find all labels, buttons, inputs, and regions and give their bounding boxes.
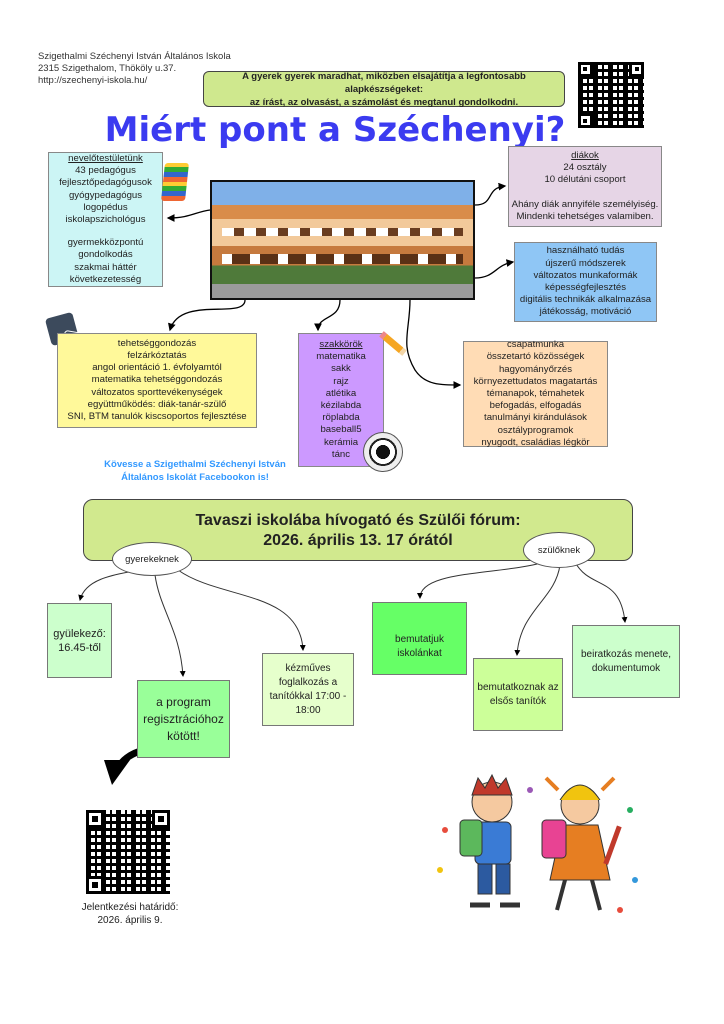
parents-item-enrollment: beiratkozás menete, dokumentumok — [572, 625, 680, 698]
deadline-label: Jelentkezési határidő: — [81, 902, 179, 913]
community-line: nyugodt, családias légkör — [481, 436, 590, 448]
facebook-link[interactable]: Kövesse a Szigethalmi Széchenyi István Á… — [80, 459, 310, 484]
teachers-line: gyógypedagógus — [68, 189, 143, 201]
facebook-line-1: Kövesse a Szigethalmi Széchenyi István — [104, 459, 286, 470]
school-header: Szigethalmi Széchenyi István Általános I… — [38, 51, 231, 87]
motto-line-2: az írást, az olvasást, a számolást és me… — [249, 96, 519, 108]
community-line: hagyományőrzés — [498, 363, 573, 375]
school-building-photo — [210, 180, 475, 300]
teachers-line: iskolapszichológus — [65, 214, 146, 226]
clubs-heading: szakkörök — [319, 338, 363, 350]
clubs-line: atlétika — [325, 387, 357, 399]
students-line: Ahány diák annyiféle személyiség. — [511, 198, 659, 210]
motto-box: A gyerek gyerek maradhat, miközben elsaj… — [203, 70, 565, 108]
community-line: környezettudatos magatartás — [473, 375, 598, 387]
qr-code-top[interactable] — [578, 62, 644, 128]
parents-item-teachers: bemutatkoznak az elsős tanítók — [473, 658, 563, 731]
teachers-line: fejlesztőpedagógusok — [59, 177, 152, 189]
talent-line: együttműködés: diák-tanár-szülő — [87, 398, 227, 410]
event-date: 2026. április 13. 17 órától — [263, 532, 453, 549]
teachers-line: logopédus — [83, 201, 128, 213]
clubs-line: röplabda — [322, 412, 360, 424]
teachers-line: következetesség — [69, 273, 142, 285]
kids-item-crafts: kézműves foglalkozás a tanítókkal 17:00 … — [262, 653, 354, 726]
clubs-line: kézilabda — [320, 400, 362, 411]
community-line: befogadás, elfogadás — [489, 400, 582, 412]
clubs-line: matematika — [316, 351, 366, 363]
methods-line: újszerű módszerek — [545, 257, 626, 269]
parents-item-school: bemutatjuk iskolánkat — [372, 602, 467, 675]
talent-line: tehetséggondozás — [117, 337, 197, 349]
methods-line: változatos munkaformák — [533, 269, 638, 281]
kids-item-registration: a program regisztrációhoz kötött! — [137, 680, 230, 758]
deadline-date: 2026. április 9. — [97, 915, 163, 926]
kids-cloud: gyerekeknek — [112, 542, 192, 576]
community-line: témanapok, témahetek — [486, 387, 585, 399]
clubs-line: tánc — [331, 448, 351, 460]
qr-code-registration[interactable] — [86, 810, 170, 894]
students-heading: diákok — [571, 149, 599, 161]
teachers-line: gyermekközpontú — [67, 237, 144, 249]
clubs-line: rajz — [333, 375, 349, 387]
books-icon — [161, 163, 189, 201]
motto-line-1: A gyerek gyerek maradhat, miközben elsaj… — [242, 70, 526, 95]
methods-line: digitális technikák alkalmazása — [519, 294, 652, 306]
talent-line: felzárkóztatás — [127, 349, 187, 361]
teachers-box: nevelőtestületünk 43 pedagógus fejlesztő… — [48, 152, 163, 287]
students-line: Mindenki tehetséges valamiben. — [516, 210, 654, 222]
kids-item-gathering: gyülekező: 16.45-től — [47, 603, 112, 678]
event-title: Tavaszi iskolába hívogató és Szülői fóru… — [195, 512, 521, 529]
deadline-text: Jelentkezési határidő: 2026. április 9. — [60, 901, 200, 927]
methods-line: képességfejlesztés — [544, 282, 627, 293]
community-box: csapatmunka összetartó közösségek hagyom… — [463, 339, 608, 448]
clubs-line: kerámia — [323, 436, 359, 448]
community-line: összetartó közösségek — [486, 351, 585, 363]
facebook-line-2: Általános Iskolát Facebookon is! — [121, 471, 269, 483]
page-title: Miért pont a Széchenyi? — [104, 110, 566, 150]
students-line: 10 délutáni csoport — [544, 174, 626, 186]
school-name: Szigethalmi Széchenyi István Általános I… — [38, 51, 231, 62]
clubs-line: baseball5 — [320, 424, 362, 436]
soccer-ball-icon — [363, 432, 403, 472]
teachers-line: gondolkodás — [78, 249, 133, 261]
talent-line: matematika tehetséggondozás — [91, 374, 223, 386]
talent-line: SNI, BTM tanulók kiscsoportos fejlesztés… — [67, 411, 247, 422]
teachers-line: 43 pedagógus — [75, 165, 136, 177]
methods-box: használható tudás újszerű módszerek vált… — [514, 242, 657, 322]
community-line: osztályprogramok — [497, 424, 574, 436]
talent-line: angol orientáció 1. évfolyamtól — [92, 362, 222, 374]
kids-illustration — [437, 773, 638, 913]
students-line: 24 osztály — [563, 162, 607, 174]
parents-cloud: szülőknek — [523, 532, 595, 568]
spacer — [49, 226, 162, 237]
clubs-line: sakk — [331, 363, 351, 375]
talent-box: tehetséggondozás felzárkóztatás angol or… — [57, 333, 257, 428]
school-address: 2315 Szigethalom, Thököly u.37. — [38, 63, 177, 74]
students-box: diákok 24 osztály 10 délutáni csoport Ah… — [508, 146, 662, 227]
teachers-line: szakmai háttér — [74, 261, 137, 273]
community-line: csapatmunka — [506, 339, 565, 351]
spacer — [509, 187, 661, 199]
methods-line: játékosság, motiváció — [539, 306, 632, 318]
community-line: tanulmányi kirándulások — [484, 412, 587, 424]
school-url[interactable]: http://szechenyi-iskola.hu/ — [38, 75, 148, 86]
talent-line: változatos sporttevékenységek — [91, 386, 223, 398]
teachers-heading: nevelőtestületünk — [68, 153, 143, 164]
methods-line: használható tudás — [546, 245, 625, 257]
